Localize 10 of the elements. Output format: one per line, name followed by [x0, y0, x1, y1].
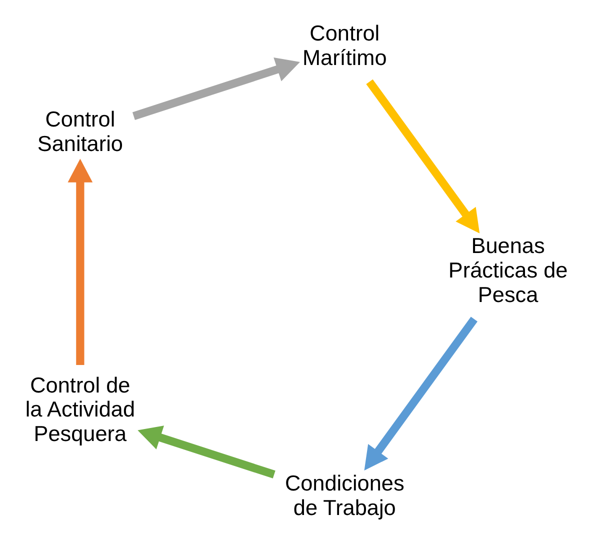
arrow [366, 79, 480, 234]
arrow [132, 58, 300, 120]
node-text: Condiciones de Trabajo [284, 470, 404, 520]
node-text: Control de la Actividad Pesquera [25, 372, 136, 446]
arrow [138, 426, 276, 478]
arrow [68, 158, 93, 365]
node-text: Buenas Prácticas de Pesca [448, 233, 568, 308]
arrow [364, 316, 478, 470]
node-text: Control Sanitario [37, 106, 123, 156]
node-text: Control Marítimo [302, 20, 387, 70]
